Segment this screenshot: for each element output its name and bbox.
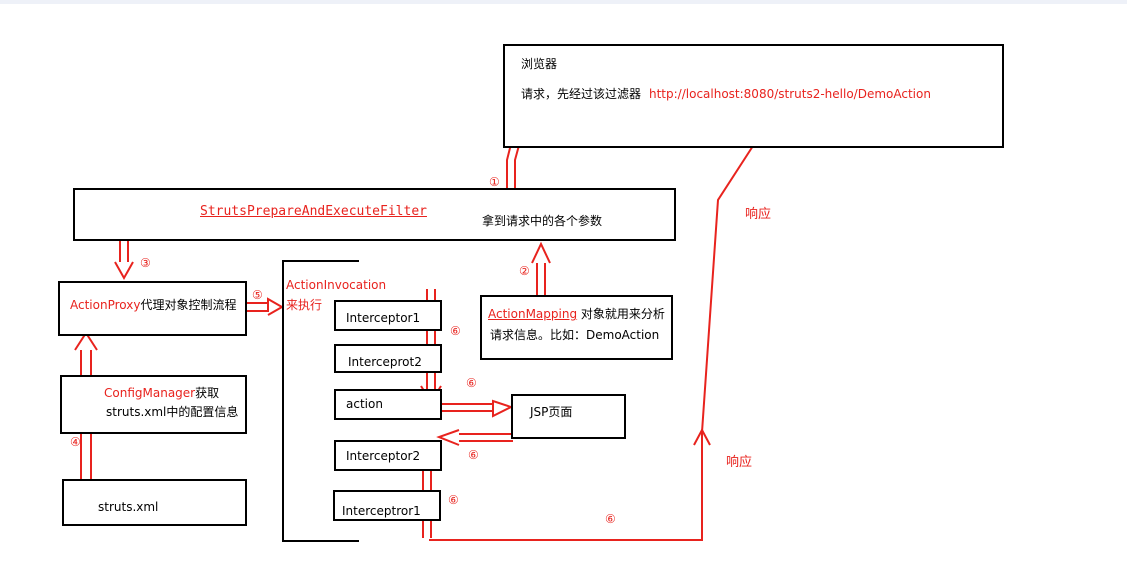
interceptor1-box <box>334 300 442 331</box>
arrow-response-head-lower <box>693 427 711 446</box>
step-3: ③ <box>140 256 151 270</box>
step-6c: ⑥ <box>468 448 479 462</box>
browser-title: 浏览器 <box>521 57 558 71</box>
action-mapping-name: ActionMapping <box>488 307 578 321</box>
action-mapping-box <box>480 295 673 360</box>
action-proxy-desc: 代理对象控制流程 <box>140 298 237 312</box>
action-invocation-name: ActionInvocation <box>286 278 387 292</box>
config-manager-desc2: struts.xml中的配置信息 <box>106 405 239 419</box>
config-manager-box <box>60 375 247 434</box>
struts-xml-box <box>62 479 247 526</box>
config-manager-name: ConfigManager <box>104 386 196 400</box>
action-mapping-line1: ActionMapping 对象就用来分析 <box>488 307 665 321</box>
arrow-jsp-back <box>436 429 513 446</box>
step-2: ② <box>519 264 530 278</box>
browser-url: http://localhost:8080/struts2-hello/Demo… <box>649 87 931 101</box>
top-strip <box>0 0 1127 4</box>
interceptror1-label: Interceptror1 <box>342 504 421 518</box>
browser-box <box>503 44 1004 148</box>
arrow-config-to-proxy <box>74 331 98 380</box>
config-manager-desc1: 获取 <box>195 386 220 400</box>
step-5: ⑤ <box>252 288 263 302</box>
action-proxy-name: ActionProxy <box>70 298 141 312</box>
arrow-xml-to-config <box>80 428 92 482</box>
interceptor1-label: Interceptor1 <box>346 311 421 325</box>
config-manager-line1: ConfigManager获取 <box>104 386 219 400</box>
filter-note: 拿到请求中的各个参数 <box>482 214 603 228</box>
arrow-mapping-to-filter <box>531 241 551 297</box>
step-1: ① <box>489 175 500 189</box>
filter-name: StrutsPrepareAndExecuteFilter <box>200 204 427 219</box>
jsp-box <box>511 394 626 439</box>
step-6d: ⑥ <box>448 493 459 507</box>
response-label-lower: 响应 <box>726 455 753 470</box>
action-invocation-desc: 来执行 <box>286 298 323 312</box>
interceprot2-label: Interceprot2 <box>348 355 422 369</box>
interceprot2-box <box>334 344 442 373</box>
step-4: ④ <box>70 435 81 449</box>
struts-xml-label: struts.xml <box>98 500 159 514</box>
action-label: action <box>346 397 383 411</box>
response-label-upper: 响应 <box>745 207 772 222</box>
step-6e: ⑥ <box>605 512 616 526</box>
action-box <box>334 389 442 420</box>
action-proxy-label: ActionProxy代理对象控制流程 <box>70 298 236 312</box>
step-6a: ⑥ <box>450 324 461 338</box>
jsp-label: JSP页面 <box>530 405 573 419</box>
interceptor2-box <box>334 440 442 471</box>
interceptror1-box <box>333 490 441 521</box>
action-mapping-desc1: 对象就用来分析 <box>580 307 665 321</box>
arrow-proxy-to-invocation <box>245 297 285 316</box>
action-mapping-desc2: 请求信息。比如：DemoAction <box>490 328 660 342</box>
filter-box <box>73 188 676 241</box>
action-proxy-box <box>58 281 247 336</box>
interceptor2-label: Interceptor2 <box>346 449 421 463</box>
arrow-action-to-jsp <box>430 399 514 418</box>
browser-request-label: 请求，先经过该过滤器 <box>521 87 642 101</box>
step-6b: ⑥ <box>466 376 477 390</box>
